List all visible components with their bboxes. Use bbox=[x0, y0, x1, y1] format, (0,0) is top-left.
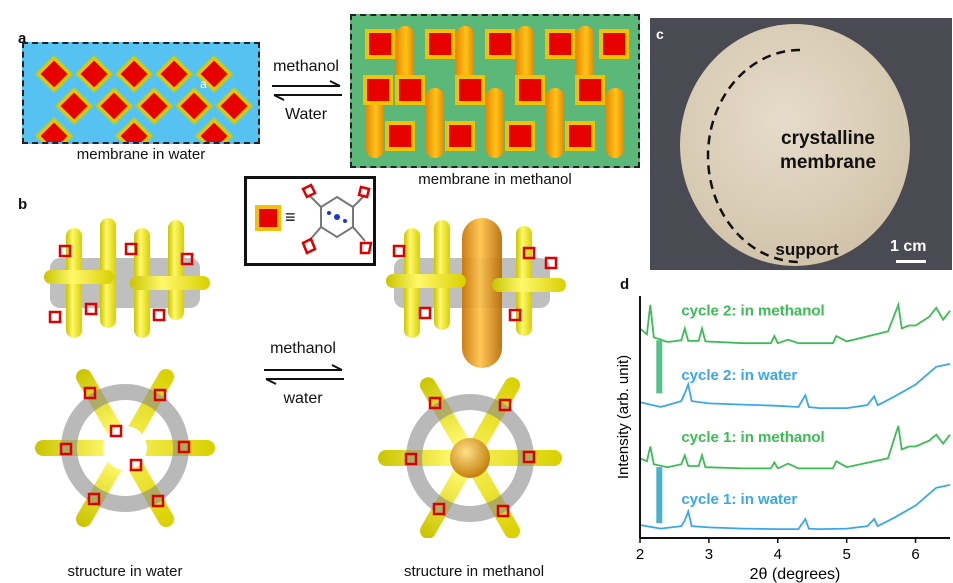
series-line-1 bbox=[639, 363, 951, 409]
caption-membrane-in-water: membrane in water bbox=[76, 146, 206, 163]
panel-d-label: d bbox=[620, 276, 630, 293]
structure-in-methanol-svg bbox=[378, 218, 566, 538]
inset-square bbox=[255, 205, 281, 231]
series-label-1: cycle 2: in water bbox=[681, 367, 797, 384]
support-boundary-dashed bbox=[706, 48, 801, 264]
equilibrium-arrows-b bbox=[264, 364, 344, 385]
unit-label-a: a bbox=[200, 77, 207, 91]
panel-b-arrow-top-label: methanol bbox=[270, 340, 336, 357]
scale-bar-label: 1 cm bbox=[890, 238, 927, 255]
cycle-arrow-0 bbox=[656, 340, 663, 394]
molecule-inset-svg bbox=[301, 183, 373, 255]
panel-a-arrow-top-label: methanol bbox=[273, 58, 339, 75]
monomer-inset: ≡ bbox=[244, 176, 376, 266]
caption-structure-in-water: structure in water bbox=[67, 563, 183, 580]
crystalline-label: crystalline bbox=[781, 128, 875, 149]
panel-b-arrow-bottom-label: water bbox=[283, 390, 323, 407]
membrane-photo: c crystalline membrane support 1 cm bbox=[650, 18, 952, 270]
structure-in-water-svg bbox=[35, 218, 215, 528]
methanol-lattice-svg bbox=[363, 26, 629, 158]
panel-a-label: a bbox=[18, 30, 27, 47]
membrane-disk bbox=[680, 24, 910, 266]
membrane-in-water-diagram: a bbox=[22, 42, 260, 144]
scale-bar bbox=[896, 260, 926, 263]
equilibrium-arrows-a bbox=[272, 80, 342, 101]
xrd-chart: cycle 2: in methanol cycle 2: in water cyc… bbox=[615, 296, 951, 583]
x-tick-label-3: 5 bbox=[842, 546, 850, 563]
support-label: support bbox=[775, 240, 839, 259]
x-tick-label-2: 4 bbox=[774, 546, 782, 563]
cycle-arrow-1 bbox=[656, 467, 663, 524]
series-line-0 bbox=[639, 301, 951, 345]
inset-equivalence-symbol: ≡ bbox=[285, 207, 296, 227]
membrane-in-methanol-diagram bbox=[350, 14, 640, 168]
series-line-3 bbox=[639, 484, 951, 531]
series-line-2 bbox=[639, 425, 951, 470]
caption-structure-in-methanol: structure in methanol bbox=[403, 563, 545, 580]
caption-membrane-in-methanol: membrane in methanol bbox=[418, 171, 572, 188]
water-lattice-svg: a bbox=[32, 52, 256, 142]
y-axis-label: Intensity (arb. unit) bbox=[615, 355, 632, 479]
x-tick-label-1: 3 bbox=[705, 546, 713, 563]
panel-a-arrow-bottom-label: Water bbox=[284, 106, 328, 123]
x-tick-label-4: 6 bbox=[911, 546, 919, 563]
panel-b-label: b bbox=[18, 196, 28, 213]
membrane-label: membrane bbox=[779, 152, 877, 173]
x-axis-label: 2θ (degrees) bbox=[750, 566, 841, 583]
series-label-0: cycle 2: in methanol bbox=[681, 302, 824, 319]
x-tick-label-0: 2 bbox=[636, 546, 644, 563]
panel-c-label: c bbox=[656, 26, 664, 42]
series-label-2: cycle 1: in methanol bbox=[681, 429, 824, 446]
series-label-3: cycle 1: in water bbox=[681, 491, 797, 508]
